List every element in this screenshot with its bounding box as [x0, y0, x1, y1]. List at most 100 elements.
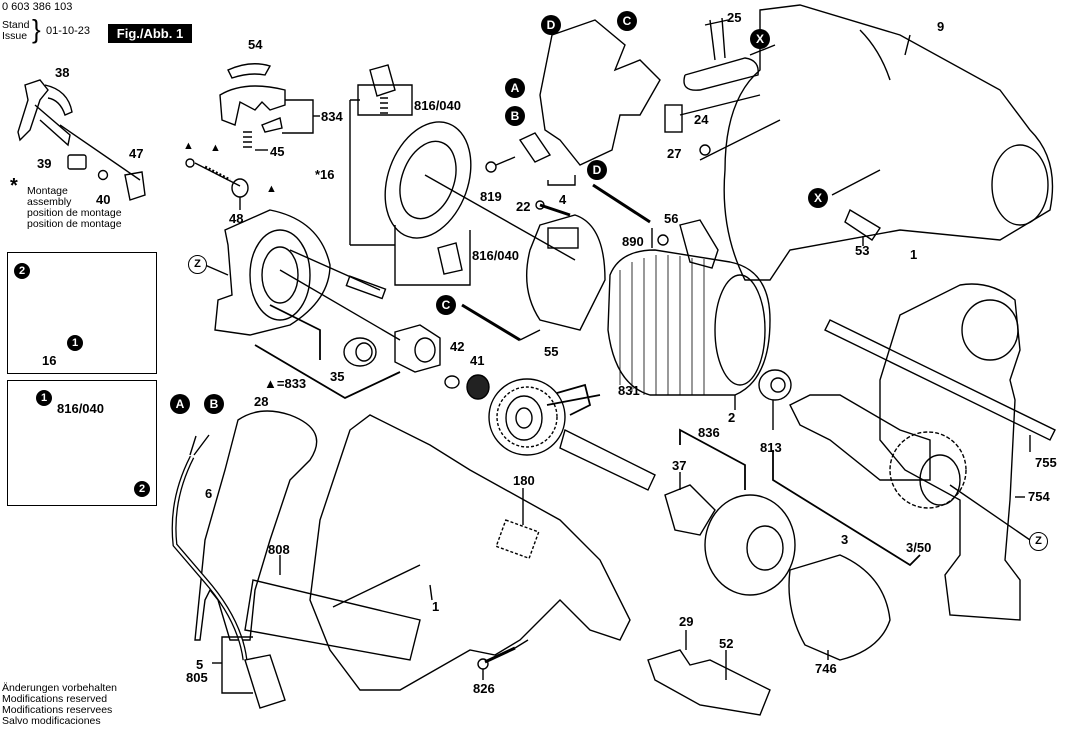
part-805: 805: [186, 670, 208, 685]
bearing-813-shape: [758, 369, 792, 401]
issue-label: Issue: [2, 30, 28, 42]
part-53: 53: [855, 243, 870, 258]
callout-z-left: Z: [188, 255, 207, 274]
inset-brush-holder-assembly: [7, 252, 157, 374]
callout-c-wire: C: [436, 295, 456, 315]
inset1-step-1: 1: [67, 335, 83, 351]
gear-housing-shape: [704, 494, 796, 596]
callout-c-top: C: [617, 11, 637, 31]
part-819: 819: [480, 189, 502, 204]
part-39: 39: [37, 156, 52, 171]
bushing-41-shape: [466, 374, 490, 400]
part-16-star: *16: [315, 167, 335, 182]
part-746: 746: [815, 661, 837, 676]
stator-shape: [607, 249, 771, 396]
footer-line-3: Modifications reservees: [2, 704, 113, 716]
part-3: 3: [841, 532, 849, 547]
washer-42-shape: [444, 375, 460, 389]
hex-nut-shape: [394, 324, 441, 373]
part-45: 45: [270, 144, 285, 159]
shaft-shape: [559, 428, 656, 491]
triangle-marker-icon: ▲: [210, 142, 221, 154]
part-40: 40: [96, 192, 111, 207]
inset2-step-1: 1: [36, 390, 52, 406]
label-808-shape: [244, 579, 421, 661]
drill-housing-shape: [309, 414, 631, 691]
bushing-37-shape: [664, 484, 716, 536]
part-890-shape: [679, 219, 719, 269]
footer-line-1: Änderungen vorbehalten: [2, 682, 118, 694]
housing-half-shape: [723, 4, 1054, 281]
brace-icon: }: [32, 14, 41, 44]
inset2-part-816: 816/040: [57, 401, 104, 416]
part-28: 28: [254, 394, 269, 409]
figure-label: Fig./Abb. 1: [108, 24, 192, 43]
part-29: 29: [679, 614, 694, 629]
part-24: 24: [694, 112, 709, 127]
part-6: 6: [205, 486, 213, 501]
issue-date: 01-10-23: [46, 25, 91, 37]
gear-shape: [488, 378, 566, 456]
switch-cover-shape: [647, 649, 771, 716]
triangle-marker-icon: ▲: [266, 183, 277, 195]
note-line-1: Montage: [27, 185, 68, 197]
part-834: 834: [321, 109, 343, 124]
callout-x-housing: X: [808, 188, 828, 208]
brush-upper-shape: [369, 64, 396, 97]
callout-z-right: Z: [1029, 532, 1048, 551]
inset2-step-2: 2: [134, 481, 150, 497]
part-25-shape: [683, 57, 759, 91]
end-shield-left-shape: [214, 209, 331, 336]
part-816-upper: 816/040: [414, 98, 461, 113]
brush-holder-ring-shape: [384, 121, 472, 239]
callout-d-wire: D: [587, 160, 607, 180]
footer-line-4: Salvo modificaciones: [2, 715, 101, 727]
part-890: 890: [622, 234, 644, 249]
note-line-3: position de montage: [27, 207, 122, 219]
clip-53-shape: [844, 208, 881, 241]
part-834-clip-shape: [261, 117, 283, 133]
part-41: 41: [470, 353, 485, 368]
callout-d-top: D: [541, 15, 561, 35]
stand-label: Stand: [2, 19, 30, 31]
note-line-4: position de montage: [27, 218, 122, 230]
part-816-lower: 816/040: [472, 248, 519, 263]
handle-half-shape: [194, 410, 318, 641]
part-42: 42: [450, 339, 465, 354]
spring-45-shape: [243, 131, 252, 148]
part-1-housing: 1: [910, 247, 918, 262]
part-826: 826: [473, 681, 495, 696]
part-22: 22: [516, 199, 531, 214]
brush-rocker-shape: [525, 214, 606, 331]
part-5: 5: [196, 657, 204, 672]
inset1-step-2: 2: [14, 263, 30, 279]
part-number: 0 603 386 103: [2, 1, 73, 13]
armature-shape: [789, 394, 931, 481]
part-55: 55: [544, 344, 559, 359]
callout-b-cable: B: [204, 394, 224, 414]
part-834-cap-shape: [219, 85, 286, 126]
part-52: 52: [719, 636, 734, 651]
part-40-shape: [97, 169, 109, 181]
part-754: 754: [1028, 489, 1050, 504]
brush-lower-shape: [437, 242, 463, 275]
part-54: 54: [248, 37, 263, 52]
part-836: 836: [698, 425, 720, 440]
part-1-drill: 1: [432, 599, 440, 614]
depth-rod-shape: [824, 319, 1056, 441]
part-831: 831: [618, 383, 640, 398]
inset-brush-replacement: [7, 380, 157, 506]
part-38: 38: [55, 65, 70, 80]
label-area-180-shape: [495, 519, 540, 560]
aux-handle-shape: [879, 283, 1021, 621]
switch-block-shape: [539, 19, 661, 166]
part-24-shape: [699, 144, 711, 156]
part-56: 56: [664, 211, 679, 226]
footer-line-2: Modifications reserved: [2, 693, 108, 705]
part-47: 47: [129, 146, 144, 161]
callout-x-top: X: [750, 29, 770, 49]
screw-826-shape: [484, 646, 516, 664]
part-37: 37: [672, 458, 687, 473]
callout-a-cable: A: [170, 394, 190, 414]
part-180: 180: [513, 473, 535, 488]
